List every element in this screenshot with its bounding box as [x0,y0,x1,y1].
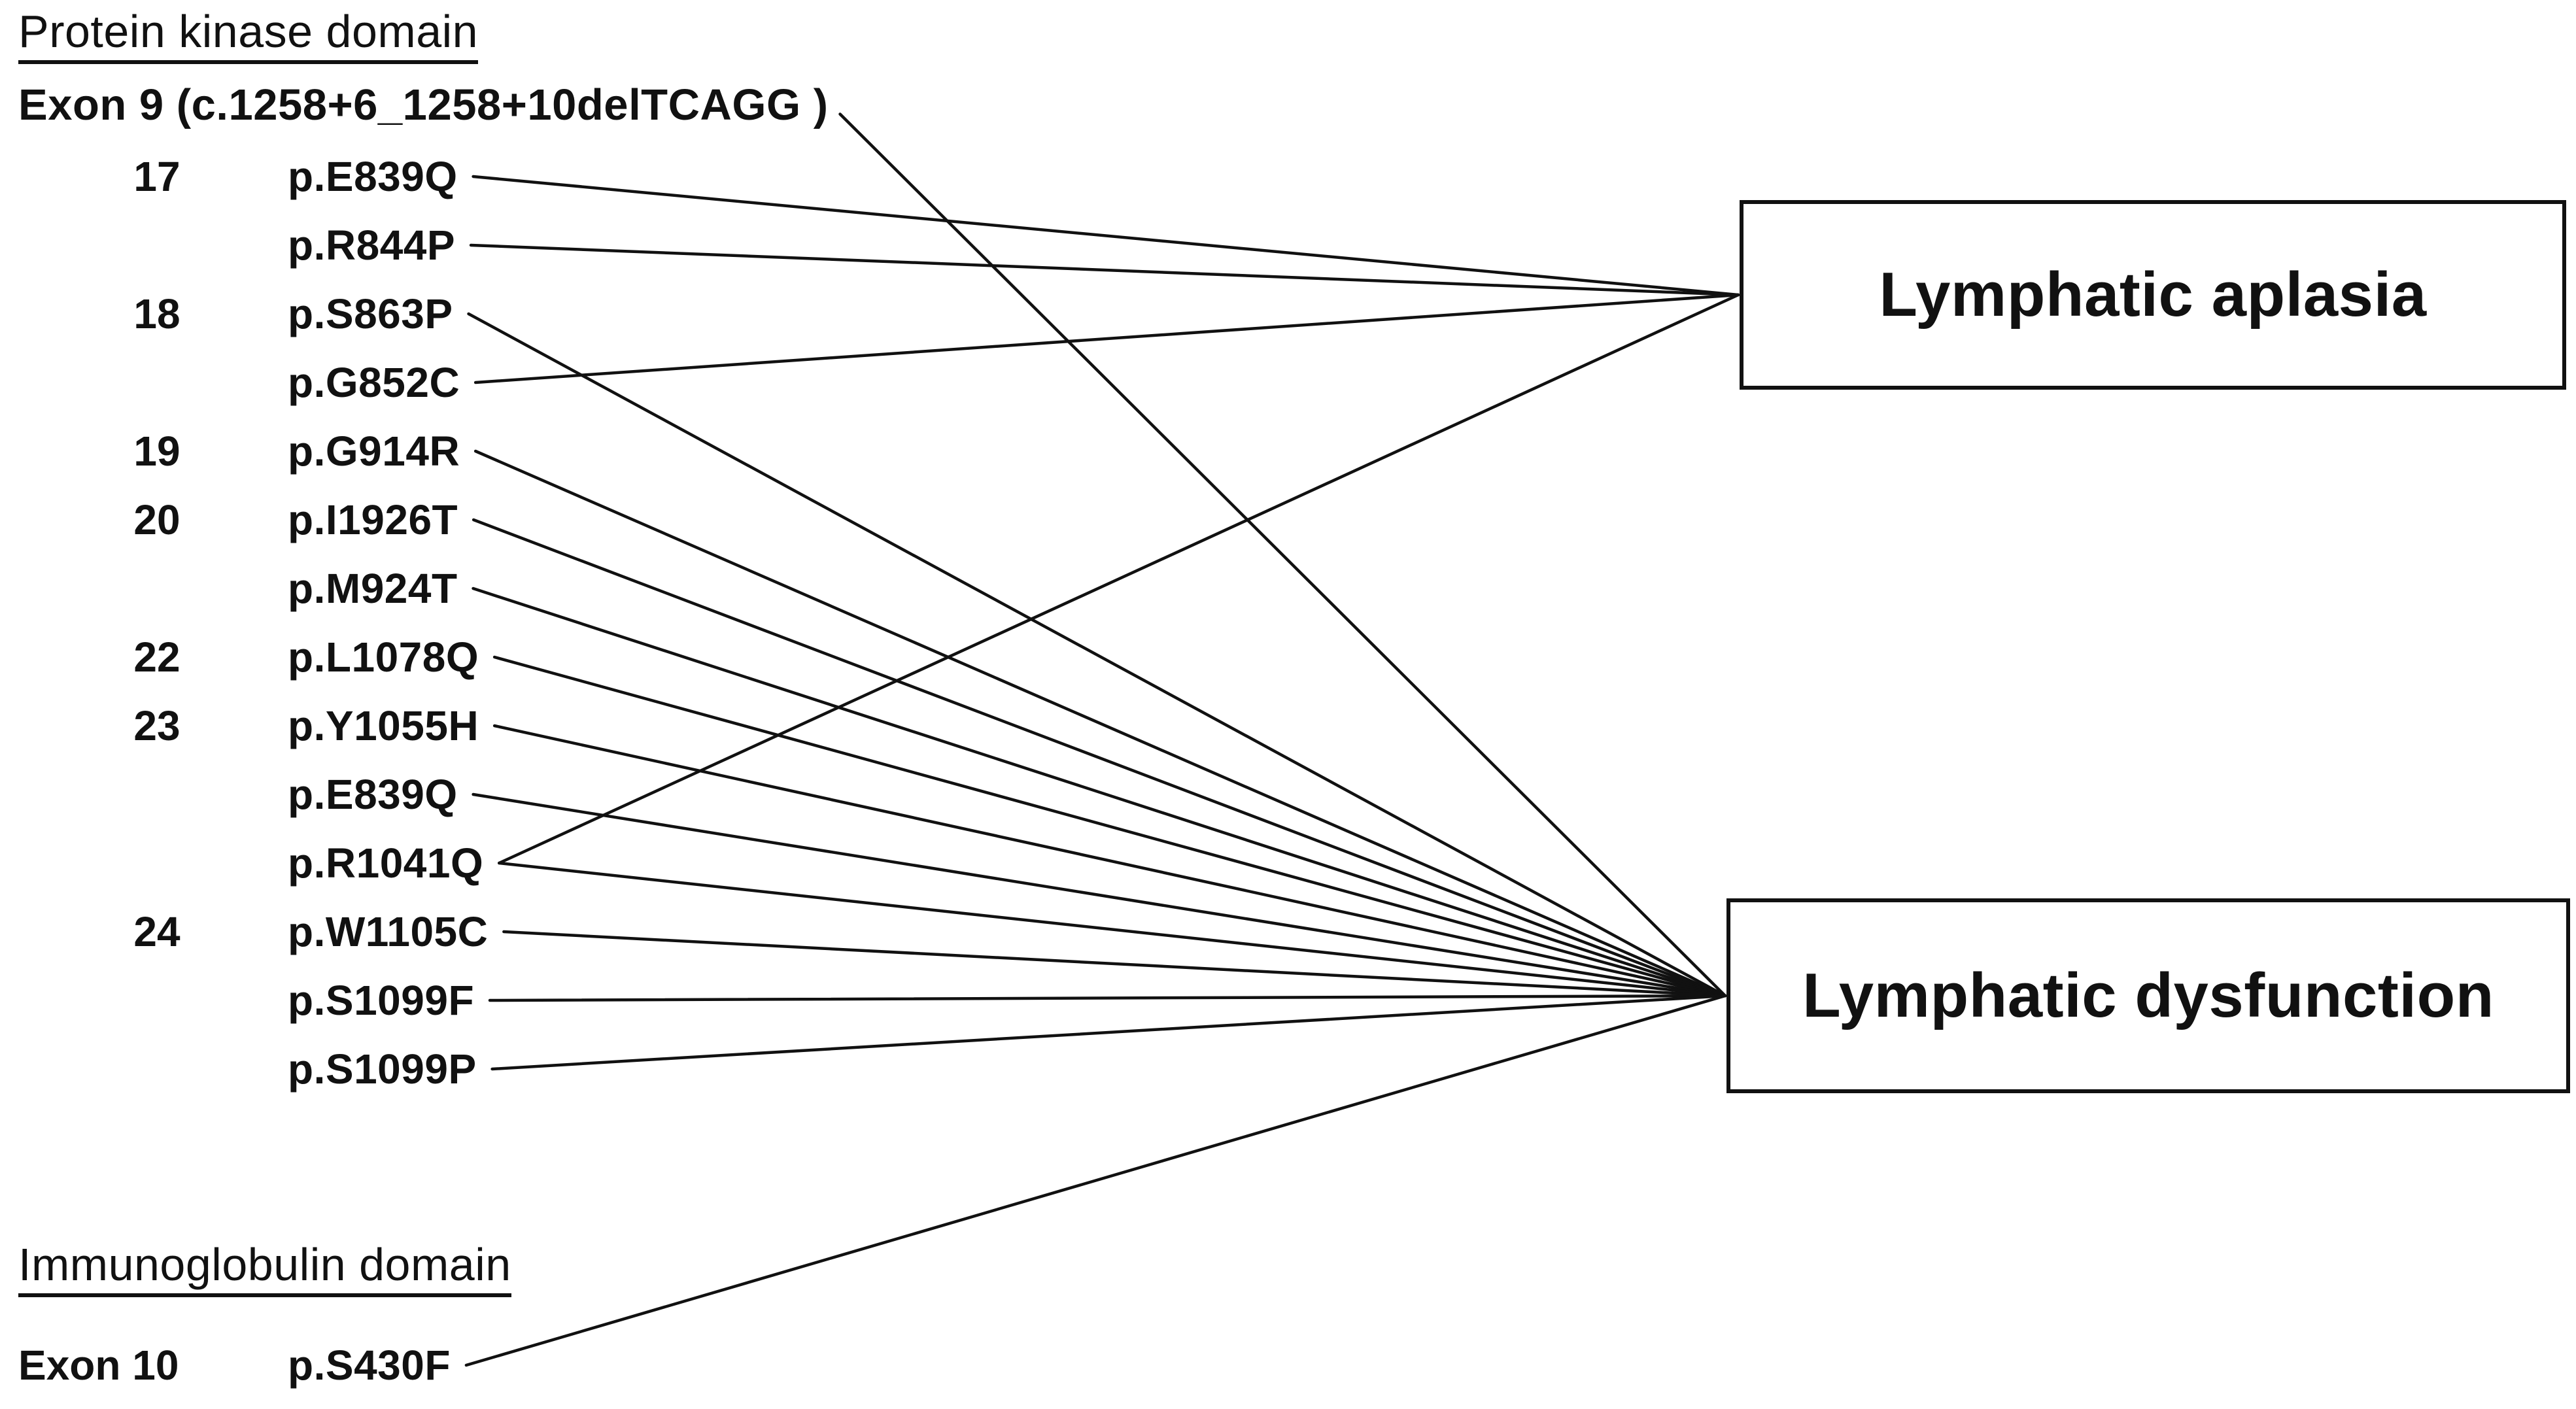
mutation-label: p.E839Q [288,771,458,818]
immunoglobulin-domain-header: Immunoglobulin domain [18,1240,511,1297]
connector-line-l1078q-to-dysfunction [492,655,1727,998]
kinase-domain-header: Protein kinase domain [18,7,479,64]
connector-line-exon9-to-dysfunction [838,112,1727,998]
mutation-label: p.S1099F [288,977,475,1024]
mutation-row: p.S1099P [0,1035,1046,1103]
connector-line-g914r-to-dysfunction [473,449,1727,998]
mutation-label: p.R844P [288,222,456,269]
connector-line-s863p-to-dysfunction [467,312,1727,998]
exon10-row: Exon 10 p.S430F [0,1331,1046,1399]
mutation-row: 18 p.S863P [0,280,1046,348]
outcome-label: Lymphatic aplasia [1879,260,2427,330]
mutation-label: p.W1105C [288,908,489,955]
mutation-label: p.S863P [288,290,453,337]
mutation-label: p.M924T [288,565,458,612]
mutation-row: p.R844P [0,211,1046,279]
outcome-box-lymphatic-aplasia: Lymphatic aplasia [1740,200,2566,390]
mutation-row: 23 p.Y1055H [0,692,1046,760]
connector-line-g852c-to-aplasia [473,293,1740,384]
connector-line-r844p-to-aplasia [469,243,1740,297]
connector-line-s430f-to-dysfunction [464,994,1727,1367]
mutation-row: 20 p.I1926T [0,486,1046,554]
exon-number: 17 [133,153,180,200]
mutation-row: p.R1041Q [0,829,1046,897]
exon-number: 19 [133,428,180,475]
mutation-row: p.S1099F [0,966,1046,1034]
mutation-row: 24 p.W1105C [0,898,1046,966]
mutation-row: p.M924T [0,554,1046,622]
mutation-label: p.E839Q [288,153,458,200]
outcome-box-lymphatic-dysfunction: Lymphatic dysfunction [1726,898,2570,1093]
mutation-label: p.G914R [288,428,460,475]
exon-number: 20 [133,496,180,543]
mutation-label: p.L1078Q [288,634,479,681]
exon10-label: Exon 10 [18,1342,179,1389]
exon-number: 18 [133,290,180,337]
connector-line-r1041q-to-aplasia [498,293,1740,865]
mutation-row: 17 p.E839Q [0,143,1046,211]
mutation-row: p.E839Q [0,760,1046,828]
mutation-label: p.G852C [288,359,460,406]
mutation-row: p.G852C [0,348,1046,416]
mutation-label: p.I1926T [288,496,458,543]
connector-line-w1105c-to-dysfunction [502,930,1727,998]
mutation-label: p.Y1055H [288,702,479,749]
exon9-splice-label: Exon 9 (c.1258+6_1258+10delTCAGG ) [18,80,829,129]
connector-line-e839q_17-to-aplasia [472,175,1740,297]
exon-number: 24 [133,908,180,955]
connector-line-r1041q-to-dysfunction [498,861,1727,998]
connector-line-s1099p-to-dysfunction [490,994,1727,1071]
connector-line-m924t-to-dysfunction [472,586,1727,998]
mutation-row: 19 p.G914R [0,417,1046,485]
mutation-label: p.S430F [288,1342,451,1389]
mutation-label: p.R1041Q [288,840,484,887]
outcome-label: Lymphatic dysfunction [1802,960,2494,1030]
connector-line-i1926t-to-dysfunction [472,518,1727,998]
connector-line-s1099f-to-dysfunction [488,994,1727,1002]
connector-line-e839q_23-to-dysfunction [472,792,1727,998]
mutation-row: 22 p.L1078Q [0,623,1046,691]
exon-number: 22 [133,634,180,681]
mutation-label: p.S1099P [288,1045,477,1093]
exon-number: 23 [133,702,180,749]
